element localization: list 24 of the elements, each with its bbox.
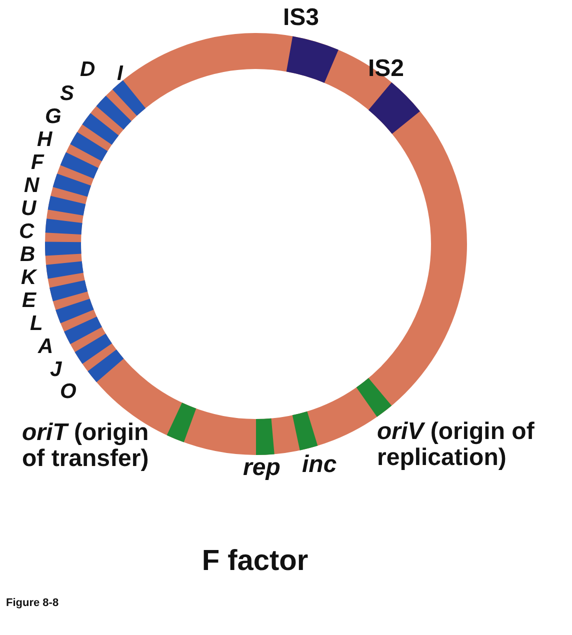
gene-label: D [80,58,96,82]
gene-label: inc [302,452,337,478]
gene-label: A [38,335,54,358]
gene-label: O [60,380,76,404]
gene-label: J [50,358,62,382]
gene-label: L [30,312,43,336]
gene-label: C [19,220,34,244]
insertion-sequence-label: IS3 [283,5,320,32]
figure-caption: Figure 8-8 [6,597,59,610]
origin-label: oriT (origin of transfer) [22,420,150,473]
gene-label: U [21,197,36,220]
gene-label: K [21,266,36,290]
insertion-sequence-label: IS2 [368,56,404,82]
origin-label: oriV (origin of replication) [377,419,536,472]
gene-label: B [20,243,36,266]
figure-title: F factor [200,546,310,578]
gene-label: rep [243,455,280,482]
gene-label: H [37,128,52,152]
gene-label: F [31,151,44,174]
gene-label: G [45,105,62,128]
gene-label: E [22,289,36,312]
gene-label: I [117,62,123,86]
gene-label: S [60,82,74,106]
gene-label: N [24,174,40,198]
